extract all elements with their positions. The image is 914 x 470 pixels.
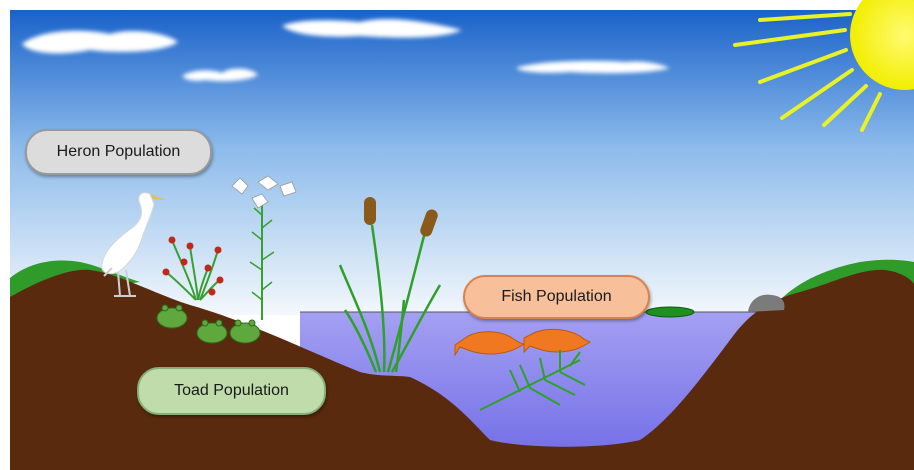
heron-population-label: Heron Population	[25, 129, 212, 175]
lily-pad-icon	[646, 307, 694, 317]
toad-population-label: Toad Population	[137, 367, 326, 415]
fish-population-label: Fish Population	[463, 275, 650, 319]
